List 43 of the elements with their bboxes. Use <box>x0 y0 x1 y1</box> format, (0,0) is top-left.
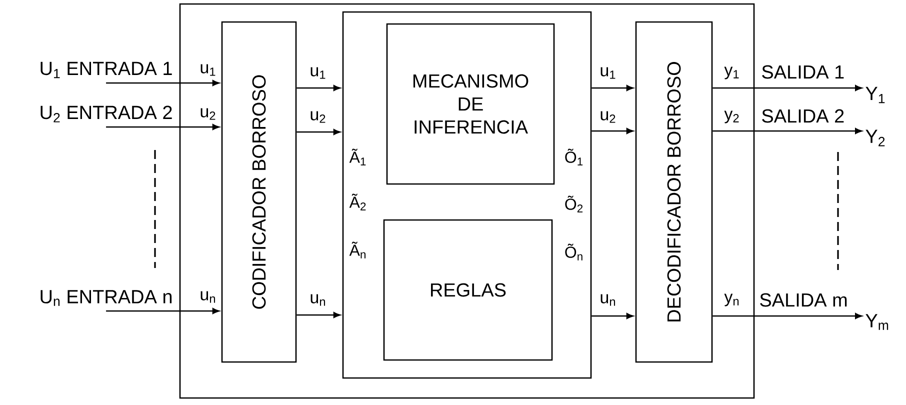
arrow <box>592 128 634 134</box>
arrow <box>592 313 634 319</box>
arrow <box>106 308 220 314</box>
output-label: SALIDA 2 <box>762 109 844 123</box>
arrow <box>712 313 862 319</box>
arrow <box>712 85 862 91</box>
arrow <box>106 124 220 130</box>
output-symbol: Y$_{2}$ <box>866 130 885 146</box>
edge-label: y$_{n}$ <box>723 292 741 308</box>
edge-label: u$_{2}$ <box>308 110 328 124</box>
input-label: U$_{2}$ ENTRADA 2 <box>40 106 172 122</box>
inference-box: MECANISMO DE INFERENCIA <box>386 23 555 185</box>
decoder-box: DECODIFICADOR BORROSO <box>635 21 713 363</box>
edge-label: u$_{n}$ <box>308 293 328 307</box>
signal-label: Ã$_{n}$ <box>349 242 366 258</box>
arrow <box>712 128 862 134</box>
signal-label: Ã$_{1}$ <box>349 148 366 166</box>
output-symbol: Y$_{1}$ <box>866 86 885 104</box>
rules-box: REGLAS <box>383 219 553 361</box>
edge-label: u$_{2}$ <box>198 107 218 121</box>
edge-label: u$_{n}$ <box>598 293 618 307</box>
edge-label: y$_{1}$ <box>723 66 741 80</box>
input-label: U$_{n}$ ENTRADA n <box>40 290 172 306</box>
arrow <box>592 85 634 91</box>
signal-label: Ã$_{2}$ <box>349 194 366 210</box>
encoder-box: CODIFICADOR BORROSO <box>221 21 297 363</box>
edge-label: u$_{1}$ <box>308 66 328 80</box>
input-label: U$_{1}$ ENTRADA 1 <box>40 62 172 78</box>
edge-label: u$_{1}$ <box>198 63 218 77</box>
arrow <box>296 129 340 135</box>
edge-label: u$_{1}$ <box>598 66 618 80</box>
system-box <box>179 3 755 399</box>
arrow <box>106 80 220 86</box>
output-symbol: Y$_{m}$ <box>866 314 888 330</box>
edge-label: y$_{2}$ <box>723 110 741 124</box>
arrow <box>296 312 340 318</box>
edge-label: u$_{n}$ <box>198 290 218 304</box>
output-label: SALIDA 1 <box>762 65 844 79</box>
edge-label: u$_{2}$ <box>598 110 618 124</box>
output-label: SALIDA m <box>760 293 847 307</box>
arrow <box>296 85 340 91</box>
inference-block <box>342 11 592 379</box>
signal-label: Õ$_{2}$ <box>565 196 583 212</box>
